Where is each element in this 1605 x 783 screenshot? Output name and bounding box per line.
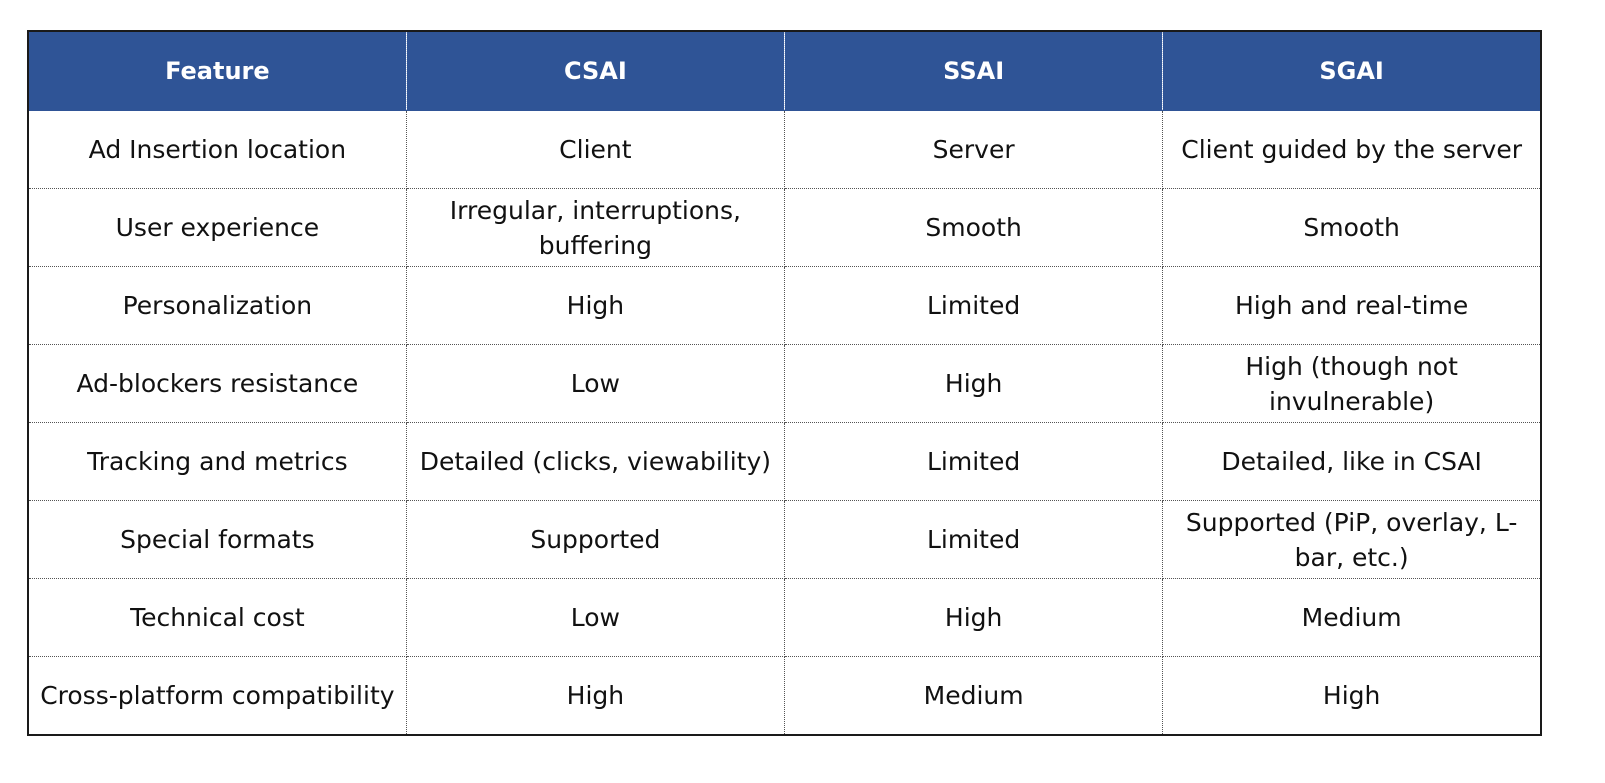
table-row: Technical cost Low High Medium xyxy=(27,578,1542,657)
header-sgai: SGAI xyxy=(1162,31,1542,111)
csai-cell: Irregular, interruptions, buffering xyxy=(405,188,786,267)
table-row: Ad Insertion location Client Server Clie… xyxy=(27,110,1542,189)
table-row: Cross-platform compatibility High Medium… xyxy=(27,656,1542,736)
feature-cell: Ad-blockers resistance xyxy=(27,344,407,423)
csai-cell: Low xyxy=(405,344,786,423)
sgai-cell: High (though not invulnerable) xyxy=(1162,344,1542,423)
ssai-cell: Server xyxy=(783,110,1164,189)
ssai-cell: Limited xyxy=(783,266,1164,345)
feature-cell: Ad Insertion location xyxy=(27,110,407,189)
csai-cell: High xyxy=(405,266,786,345)
sgai-cell: High and real-time xyxy=(1162,266,1542,345)
feature-cell: Tracking and metrics xyxy=(27,422,407,501)
ssai-cell: Limited xyxy=(783,500,1164,579)
sgai-cell: Smooth xyxy=(1162,188,1542,267)
csai-cell: Supported xyxy=(405,500,786,579)
sgai-cell: Medium xyxy=(1162,578,1542,657)
sgai-cell: Client guided by the server xyxy=(1162,110,1542,189)
csai-cell: Client xyxy=(405,110,786,189)
sgai-cell: Supported (PiP, overlay, L-bar, etc.) xyxy=(1162,500,1542,579)
header-csai: CSAI xyxy=(405,31,786,111)
csai-cell: High xyxy=(405,656,786,736)
table-row: Personalization High Limited High and re… xyxy=(27,266,1542,345)
table-row: Special formats Supported Limited Suppor… xyxy=(27,500,1542,579)
header-feature: Feature xyxy=(27,31,407,111)
table-row: Ad-blockers resistance Low High High (th… xyxy=(27,344,1542,423)
csai-cell: Detailed (clicks, viewability) xyxy=(405,422,786,501)
feature-cell: Cross-platform compatibility xyxy=(27,656,407,736)
ssai-cell: Limited xyxy=(783,422,1164,501)
header-ssai: SSAI xyxy=(783,31,1164,111)
table-header: Feature CSAI SSAI SGAI xyxy=(27,31,1542,111)
feature-cell: User experience xyxy=(27,188,407,267)
feature-cell: Technical cost xyxy=(27,578,407,657)
table-row: Tracking and metrics Detailed (clicks, v… xyxy=(27,422,1542,501)
csai-cell: Low xyxy=(405,578,786,657)
sgai-cell: Detailed, like in CSAI xyxy=(1162,422,1542,501)
sgai-cell: High xyxy=(1162,656,1542,736)
feature-cell: Special formats xyxy=(27,500,407,579)
ssai-cell: High xyxy=(783,344,1164,423)
table-row: User experience Irregular, interruptions… xyxy=(27,188,1542,267)
header-row: Feature CSAI SSAI SGAI xyxy=(27,31,1542,111)
ssai-cell: Medium xyxy=(783,656,1164,736)
table-body: Ad Insertion location Client Server Clie… xyxy=(27,110,1542,736)
ssai-cell: High xyxy=(783,578,1164,657)
comparison-table: Feature CSAI SSAI SGAI Ad Insertion loca… xyxy=(27,30,1542,736)
ssai-cell: Smooth xyxy=(783,188,1164,267)
feature-cell: Personalization xyxy=(27,266,407,345)
